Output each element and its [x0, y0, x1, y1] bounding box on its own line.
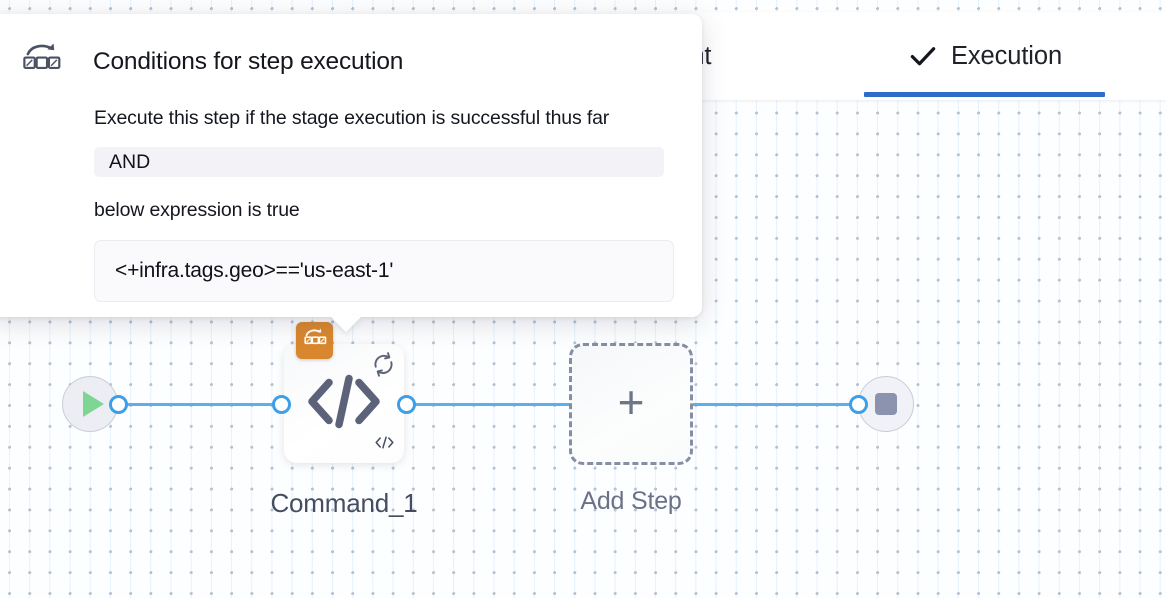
code-icon-small — [374, 435, 395, 455]
condition-expression-value: <+infra.tags.geo>=='us-east-1' — [115, 259, 394, 282]
conditional-execution-icon — [20, 40, 65, 83]
popover-tail-arrow — [330, 316, 362, 332]
retry-loop-icon — [370, 351, 397, 383]
add-step-button[interactable]: + — [569, 343, 693, 465]
step-node-label: Command_1 — [270, 488, 418, 518]
code-icon — [305, 370, 383, 437]
tab-execution[interactable]: Execution — [864, 12, 1106, 100]
tab-execution-label: Execution — [950, 41, 1063, 70]
popover-description: Execute this step if the stage execution… — [94, 107, 610, 129]
play-icon — [83, 391, 104, 417]
condition-operator-value: AND — [109, 150, 151, 173]
stop-icon — [875, 393, 897, 415]
conditional-execution-icon — [302, 325, 328, 356]
popover-header: Conditions for step execution — [20, 40, 672, 83]
condition-operator-field[interactable]: AND — [94, 147, 664, 177]
condition-expression-field[interactable]: <+infra.tags.geo>=='us-east-1' — [94, 240, 674, 302]
popover-description-secondary: below expression is true — [94, 199, 300, 221]
conditional-execution-badge[interactable] — [296, 322, 333, 359]
conditions-popover: Conditions for step execution Execute th… — [0, 14, 702, 317]
port-command-output[interactable] — [397, 395, 416, 414]
active-tab-indicator — [864, 92, 1105, 97]
step-node-command-1[interactable] — [284, 322, 404, 463]
check-icon — [908, 41, 938, 71]
port-start-output[interactable] — [109, 395, 128, 414]
port-command-input[interactable] — [272, 395, 291, 414]
port-end-input[interactable] — [849, 395, 868, 414]
connector-command-to-addstep — [400, 403, 632, 406]
popover-title: Conditions for step execution — [93, 47, 404, 75]
plus-icon: + — [617, 376, 645, 428]
connector-addstep-to-end — [632, 403, 864, 406]
pipeline-start-node[interactable] — [62, 376, 118, 432]
add-step-label: Add Step — [580, 487, 682, 515]
connector-start-to-command — [112, 403, 288, 406]
